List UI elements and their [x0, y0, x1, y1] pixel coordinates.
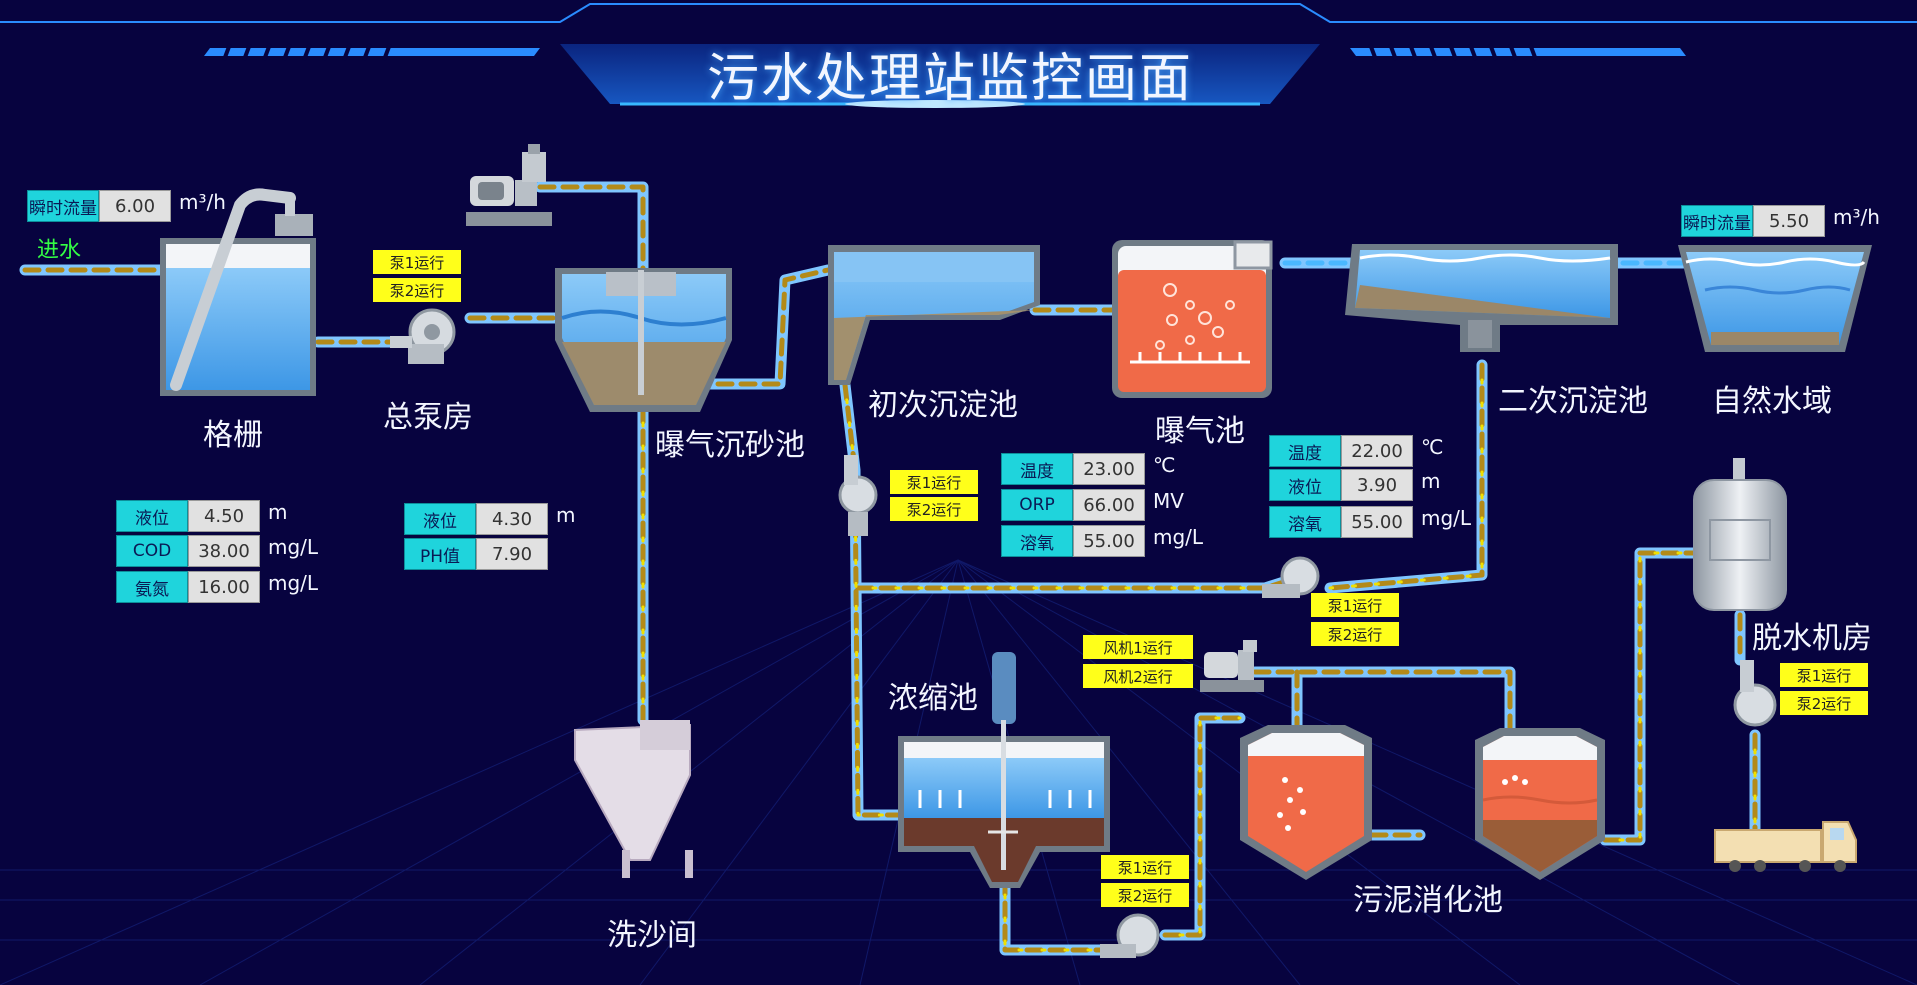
flow-out-key: 瞬时流量	[1681, 205, 1753, 237]
sand-wash-machine	[575, 720, 693, 878]
data-unit	[548, 538, 556, 570]
data-key: ORP	[1001, 489, 1073, 521]
status-badge: 风机2运行	[1083, 664, 1193, 688]
flow-out-readout: 瞬时流量 5.50 m³/h	[1681, 205, 1880, 237]
primary-sedimentation-tank	[828, 245, 1040, 385]
pump-thickener	[1100, 915, 1158, 958]
dewater-label: 脱水机房	[1752, 613, 1872, 657]
data-unit: mg/L	[260, 535, 318, 567]
inflow-label: 进水	[37, 232, 81, 264]
data-key: PH值	[404, 538, 476, 570]
data-key: 温度	[1269, 435, 1341, 467]
digester-tank-2	[1475, 728, 1605, 880]
status-badge: 泵1运行	[373, 250, 461, 274]
data-unit: m	[260, 500, 287, 532]
grille-level-row: 液位 4.50 m	[116, 500, 287, 532]
data-unit: ℃	[1413, 435, 1443, 467]
aeration-temp-row: 温度 23.00 ℃	[1001, 453, 1175, 485]
data-unit: mg/L	[260, 571, 318, 603]
status-badge: 泵1运行	[1311, 593, 1399, 617]
dewatering-machine	[1694, 458, 1786, 725]
pump-secondary	[1262, 558, 1318, 598]
flow-out-unit: m³/h	[1825, 205, 1880, 237]
data-unit: m	[548, 503, 575, 535]
thickener-label: 浓缩池	[888, 673, 978, 717]
aeration-orp-row: ORP 66.00 MV	[1001, 489, 1184, 521]
status-badge: 泵2运行	[1311, 622, 1399, 646]
blower	[1200, 640, 1264, 692]
secondary-temp-row: 温度 22.00 ℃	[1269, 435, 1443, 467]
pump-house-label: 总泵房	[383, 392, 473, 436]
status-badge: 泵2运行	[890, 497, 978, 521]
truck	[1715, 822, 1856, 872]
main-pump	[390, 310, 454, 364]
data-key: 液位	[1269, 469, 1341, 501]
page-title: 污水处理站监控画面	[640, 36, 1260, 111]
data-unit: mg/L	[1145, 525, 1203, 557]
flow-in-value: 6.00	[99, 190, 171, 222]
status-badge: 泵2运行	[373, 278, 461, 302]
grit-level-row: 液位 4.30 m	[404, 503, 575, 535]
data-value: 22.00	[1341, 435, 1413, 467]
data-value: 23.00	[1073, 453, 1145, 485]
flow-in-readout: 瞬时流量 6.00 m³/h	[27, 190, 226, 222]
grille-ammonia-row: 氨氮 16.00 mg/L	[116, 571, 318, 603]
data-key: 温度	[1001, 453, 1073, 485]
secondary-do-row: 溶氧 55.00 mg/L	[1269, 506, 1471, 538]
flow-out-value: 5.50	[1753, 205, 1825, 237]
status-badge: 泵2运行	[1780, 691, 1868, 715]
digester-tank-1	[1240, 725, 1372, 880]
data-value: 16.00	[188, 571, 260, 603]
data-key: 液位	[404, 503, 476, 535]
flow-in-unit: m³/h	[171, 190, 226, 222]
pump-primary	[840, 455, 876, 536]
aeration-do-row: 溶氧 55.00 mg/L	[1001, 525, 1203, 557]
grit-ph-row: PH值 7.90	[404, 538, 556, 570]
data-key: 液位	[116, 500, 188, 532]
natural-water-label: 自然水域	[1712, 376, 1832, 420]
data-unit: ℃	[1145, 453, 1175, 485]
data-value: 55.00	[1073, 525, 1145, 557]
grille-cod-row: COD 38.00 mg/L	[116, 535, 318, 567]
data-key: 氨氮	[116, 571, 188, 603]
secondary-level-row: 液位 3.90 m	[1269, 469, 1440, 501]
data-value: 55.00	[1341, 506, 1413, 538]
aeration-tank	[1112, 240, 1272, 398]
data-value: 38.00	[188, 535, 260, 567]
natural-water-body	[1678, 245, 1872, 352]
data-value: 4.30	[476, 503, 548, 535]
status-badge: 泵1运行	[890, 470, 978, 494]
digester-label: 污泥消化池	[1353, 875, 1503, 919]
data-key: 溶氧	[1269, 506, 1341, 538]
grit-chamber-label: 曝气沉砂池	[655, 420, 805, 464]
data-unit: m	[1413, 469, 1440, 501]
grille-tank	[160, 194, 316, 396]
secondary-sed-label: 二次沉淀池	[1498, 376, 1648, 420]
status-badge: 泵2运行	[1101, 883, 1189, 907]
status-badge: 泵1运行	[1780, 663, 1868, 687]
data-value: 3.90	[1341, 469, 1413, 501]
aeration-label: 曝气池	[1155, 406, 1245, 450]
data-value: 66.00	[1073, 489, 1145, 521]
data-key: 溶氧	[1001, 525, 1073, 557]
data-value: 7.90	[476, 538, 548, 570]
status-badge: 泵1运行	[1101, 855, 1189, 879]
grille-label: 格栅	[203, 410, 263, 454]
data-unit: MV	[1145, 489, 1184, 521]
data-key: COD	[116, 535, 188, 567]
flow-in-key: 瞬时流量	[27, 190, 99, 222]
status-badge: 风机1运行	[1083, 635, 1193, 659]
data-value: 4.50	[188, 500, 260, 532]
secondary-sedimentation-tank	[1345, 244, 1618, 352]
grit-chamber	[555, 268, 732, 412]
primary-sed-label: 初次沉淀池	[868, 380, 1018, 424]
data-unit: mg/L	[1413, 506, 1471, 538]
sand-room-label: 洗沙间	[607, 910, 697, 954]
